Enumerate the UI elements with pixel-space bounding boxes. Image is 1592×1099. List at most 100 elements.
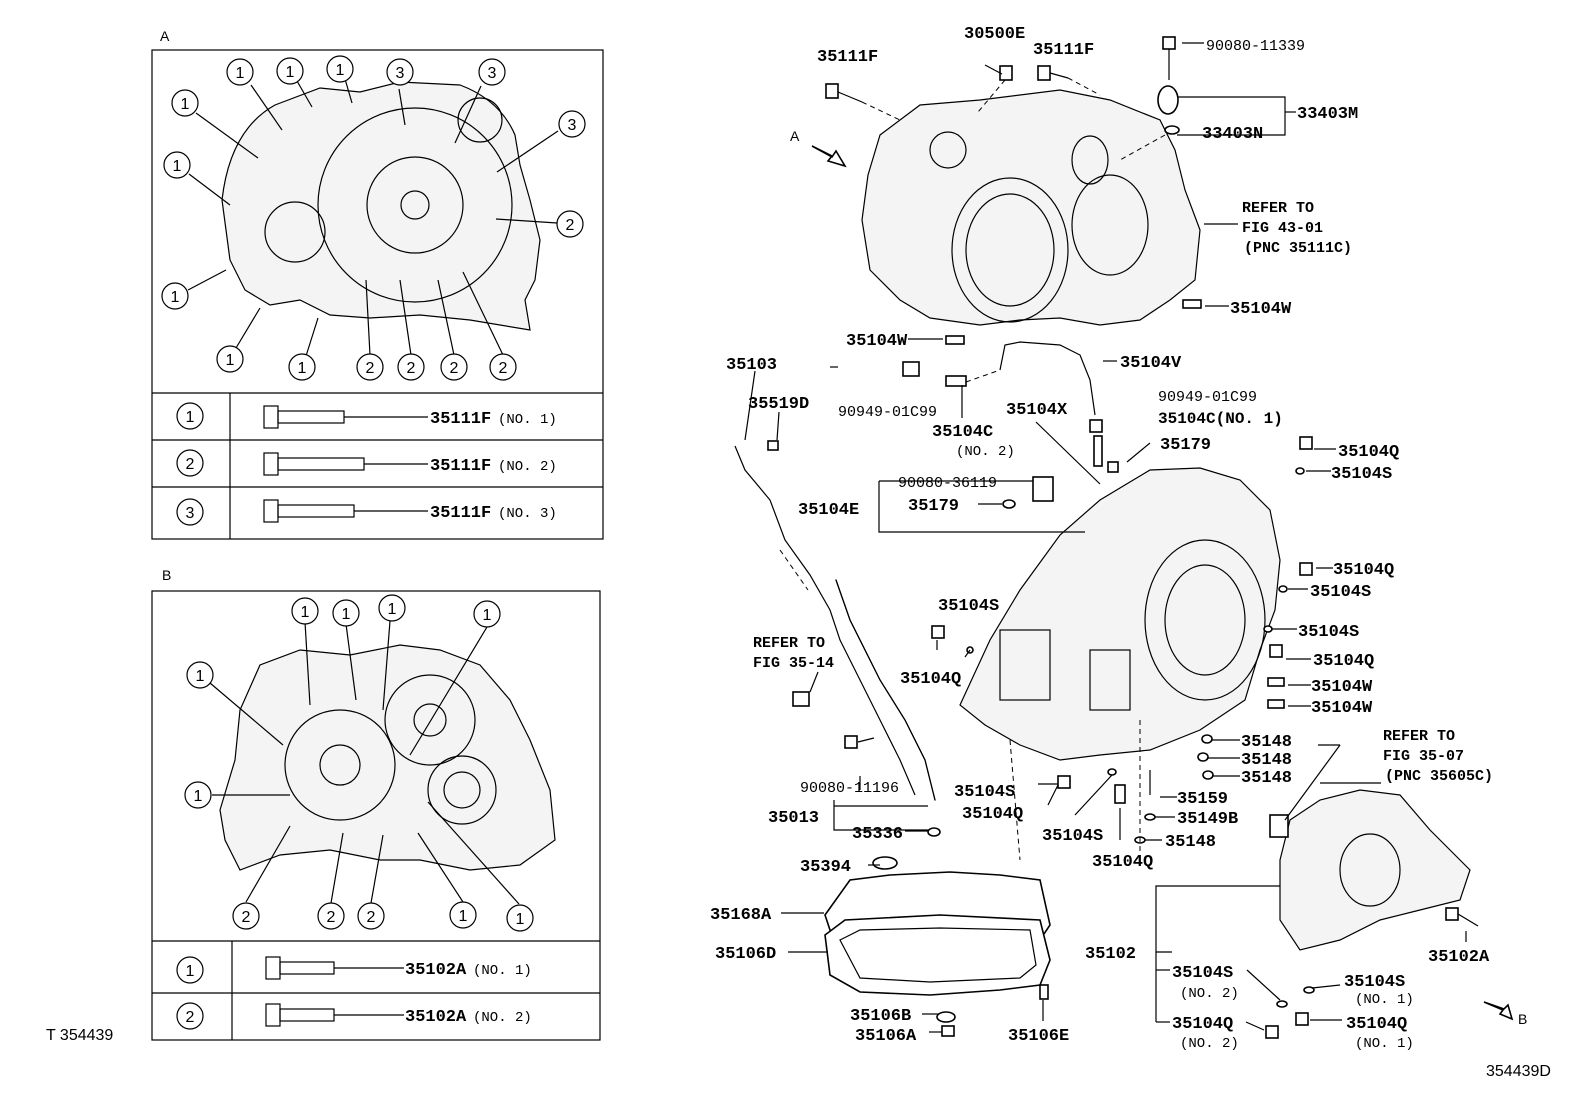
svg-text:1: 1 [186,409,195,426]
callout-35104s: 35104S [938,597,999,616]
callout-35111f: 35111F [817,48,878,67]
svg-text:(NO. 2): (NO. 2) [498,459,557,475]
callout-35104s-no2: 35104S [1172,964,1233,983]
svg-text:3: 3 [396,65,405,82]
circle-mark: 3 [558,110,586,138]
table-row-a-2: 2 35111F (NO. 2) [176,449,557,477]
callout-35104s: 35104S [954,783,1015,802]
callout-35104c: 35104C [932,423,993,442]
callout-no1: (NO. 1) [1355,992,1414,1008]
view-label-a: A [790,128,800,144]
circle-mark: 2 [440,353,468,381]
circle-mark: 1 [226,58,254,86]
svg-text:1: 1 [194,788,203,805]
circle-mark: 1 [276,57,304,85]
circle-mark: 2 [357,902,385,930]
svg-text:1: 1 [226,352,235,369]
table-row-b-2: 2 35102A (NO. 2) [176,1002,532,1030]
svg-text:1: 1 [298,360,307,377]
callout-35148: 35148 [1241,733,1292,752]
circle-mark: 1 [378,594,406,622]
callout-35104q: 35104Q [1333,561,1394,580]
panel-b-label: B [162,567,171,583]
circle-mark: 2 [397,353,425,381]
table-row-b-1: 1 35102A (NO. 1) [176,956,532,984]
svg-text:2: 2 [566,217,575,234]
housing-illustration-b [219,644,556,871]
circle-mark: 1 [291,597,319,625]
svg-text:1: 1 [459,908,468,925]
callout-pnc-35111c: (PNC 35111C) [1244,240,1352,257]
circle-mark: 1 [288,353,316,381]
callout-90080-11339: 90080-11339 [1206,38,1305,55]
svg-text:2: 2 [186,456,195,473]
callout-35104s: 35104S [1331,465,1392,484]
callout-35179: 35179 [1160,436,1211,455]
circle-mark: 1 [171,89,199,117]
circle-mark: 2 [356,353,384,381]
callout-33403m: 33403M [1297,105,1358,124]
callout-35104q: 35104Q [962,805,1023,824]
panel-a-circle-marks: 1 1 1 1 1 1 1 1 1 3 3 3 2 2 2 2 2 2 [161,55,586,381]
callout-35104w: 35104W [1311,699,1373,718]
svg-text:3: 3 [488,65,497,82]
callout-labels: 35111F 30500E 35111F 90080-11339 33403M … [710,25,1493,1052]
svg-text:1: 1 [171,289,180,306]
callout-35104c-no1: 35104C(NO. 1) [1158,410,1283,428]
callout-no2: (NO. 2) [1180,986,1239,1002]
footer-left-code: T 354439 [46,1027,113,1044]
callout-35179: 35179 [908,497,959,516]
svg-text:1: 1 [236,65,245,82]
callout-35102: 35102 [1085,945,1136,964]
svg-text:1: 1 [173,158,182,175]
circle-mark: 2 [232,902,260,930]
svg-text:1: 1 [483,607,492,624]
callout-35104w: 35104W [846,332,908,351]
callout-35336: 35336 [852,825,903,844]
callout-90949-01c99: 90949-01C99 [1158,389,1257,406]
svg-text:1: 1 [388,601,397,618]
panel-a-label: A [160,28,170,44]
callout-35104q: 35104Q [1338,443,1399,462]
circle-mark: 1 [216,345,244,373]
callout-35102a: 35102A [1428,948,1490,967]
callout-35394: 35394 [800,858,851,877]
svg-text:1: 1 [286,64,295,81]
callout-35149b: 35149B [1177,810,1238,829]
circle-mark: 1 [184,781,212,809]
svg-text:1: 1 [196,668,205,685]
exploded-view [734,36,1514,1039]
svg-text:1: 1 [336,62,345,79]
svg-text:35102A: 35102A [405,1008,467,1027]
callout-35148: 35148 [1241,769,1292,788]
view-label-b: B [1518,1011,1527,1027]
callout-35104s-no1: 35104S [1344,973,1405,992]
callout-35104q-no2: 35104Q [1172,1015,1233,1034]
svg-text:35111F: 35111F [430,457,491,476]
housing-illustration-a [221,81,541,331]
svg-text:2: 2 [242,909,251,926]
panel-a: A [151,28,604,540]
svg-text:(NO. 2): (NO. 2) [473,1010,532,1026]
callout-35106e: 35106E [1008,1027,1069,1046]
svg-text:1: 1 [301,604,310,621]
callout-35111f: 35111F [1033,41,1094,60]
callout-35104q: 35104Q [1313,652,1374,671]
transmission-case [959,467,1281,761]
callout-35104x: 35104X [1006,401,1068,420]
callout-35106a: 35106A [855,1027,917,1046]
callout-35159: 35159 [1177,790,1228,809]
callout-35104s: 35104S [1310,583,1371,602]
circle-mark: 1 [506,904,534,932]
footer-right-code: 354439D [1486,1063,1551,1080]
callout-35104w: 35104W [1311,678,1373,697]
callout-no1: (NO. 1) [1355,1036,1414,1052]
circle-mark: 1 [449,901,477,929]
callout-35148: 35148 [1241,751,1292,770]
svg-text:2: 2 [407,360,416,377]
panel-a-table: 1 35111F (NO. 1) 2 35111F (NO. 2) 3 3511… [176,402,557,526]
callout-35104q: 35104Q [900,670,961,689]
panel-a-leaders [187,78,559,357]
callout-90080-36119: 90080-36119 [898,475,997,492]
circle-mark: 3 [478,58,506,86]
